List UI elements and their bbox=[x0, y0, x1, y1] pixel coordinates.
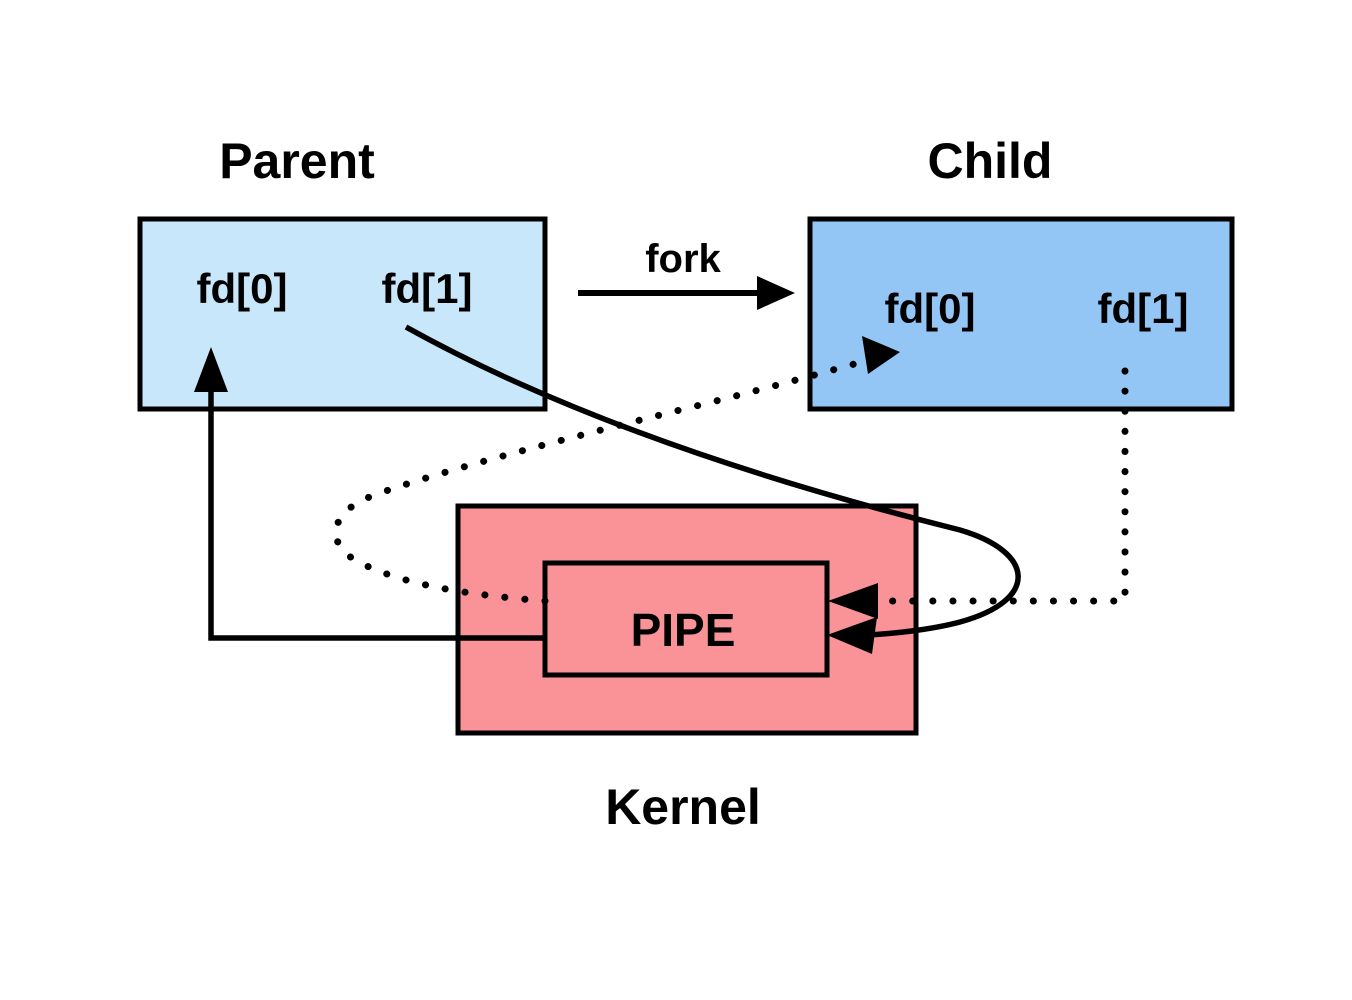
pipe-label: PIPE bbox=[631, 604, 736, 656]
arrow-left-icon-solid bbox=[827, 617, 877, 654]
child-fd1-label: fd[1] bbox=[1098, 285, 1189, 332]
connector-pipe-to-parent-read bbox=[208, 372, 545, 641]
arrow-left-icon-dotted bbox=[828, 583, 878, 619]
page-title-child: Child bbox=[928, 133, 1053, 189]
page-title-parent: Parent bbox=[219, 133, 375, 189]
fork-label: fork bbox=[645, 237, 721, 281]
parent-fd0-label: fd[0] bbox=[197, 265, 288, 312]
arrow-up-icon bbox=[194, 347, 228, 392]
child-fd0-label: fd[0] bbox=[885, 285, 976, 332]
pipe-box bbox=[542, 560, 830, 678]
parent-fd1-label: fd[1] bbox=[382, 265, 473, 312]
connector-parent-write-to-pipe bbox=[404, 324, 1021, 638]
arrow-right-icon-dotted bbox=[862, 336, 900, 374]
arrow-right-icon-fork bbox=[757, 276, 795, 310]
child-box bbox=[807, 216, 1235, 412]
connector-pipe-to-child-read bbox=[332, 355, 876, 605]
page-title-kernel: Kernel bbox=[605, 779, 761, 835]
